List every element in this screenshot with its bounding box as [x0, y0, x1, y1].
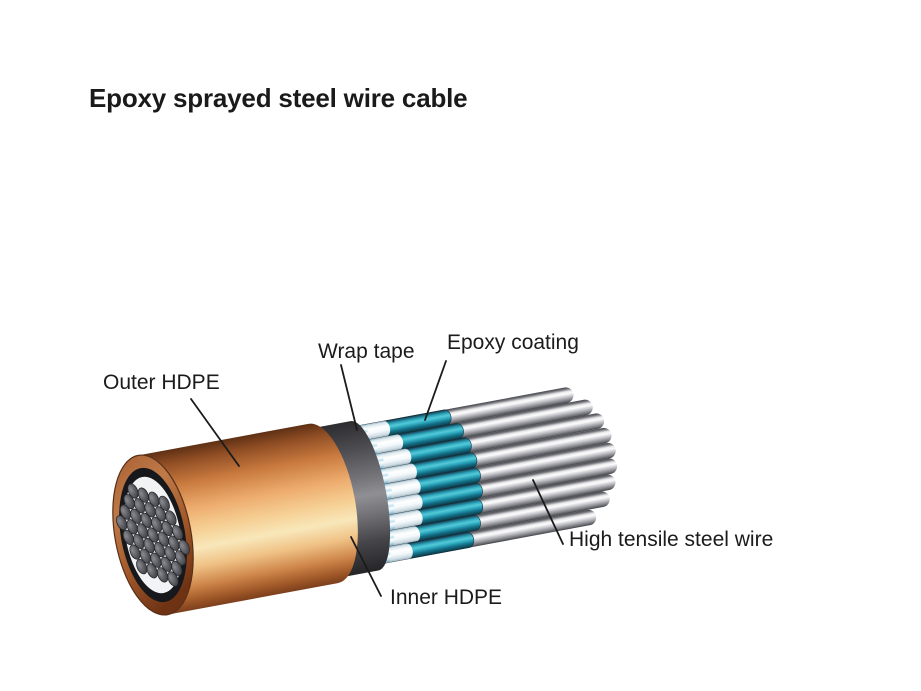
wire-cross-section: [116, 515, 128, 531]
wire-cross-section: [147, 527, 159, 543]
wire-cross-section: [140, 512, 152, 528]
leader-outer-hdpe: [190, 398, 240, 467]
cable-cross-section: [112, 454, 194, 616]
wire-cross-section: [157, 531, 170, 547]
wire-cross-section: [123, 493, 135, 510]
wire-cross-section: [167, 571, 179, 587]
wire-cross-section: [133, 533, 145, 550]
label-inner-hdpe: Inner HDPE: [390, 586, 503, 609]
wire-cross-section: [129, 544, 141, 560]
leader-wrap-tape: [340, 364, 358, 431]
wire-cross-section: [174, 550, 187, 566]
label-wrap-tape: Wrap tape: [318, 340, 415, 363]
wire-cross-section: [165, 510, 177, 526]
label-high-tensile: High tensile steel wire: [569, 528, 774, 551]
label-epoxy-coating: Epoxy coating: [447, 331, 579, 354]
wire-cross-section: [144, 502, 156, 518]
label-outer-hdpe: Outer HDPE: [103, 371, 220, 394]
wire-cross-section: [136, 523, 149, 539]
wire-cross-section: [154, 542, 166, 558]
wire-cross-section: [143, 537, 155, 554]
page-title: Epoxy sprayed steel wire cable: [89, 83, 468, 113]
wire-cross-section: [122, 529, 134, 545]
wire-cross-section: [136, 559, 148, 575]
wire-cross-section: [126, 519, 138, 535]
wire-cross-section: [154, 506, 167, 522]
wire-cross-section: [137, 487, 150, 503]
wire-bundle: [333, 387, 618, 568]
wire-cross-section: [156, 567, 169, 583]
leader-epoxy-coating: [424, 360, 447, 421]
wire-cross-section: [119, 504, 132, 520]
leader-lines: [190, 360, 564, 597]
wire-cross-section: [127, 483, 139, 499]
leader-high-tensile: [532, 479, 564, 545]
wire-cross-section: [172, 525, 184, 541]
wire-cross-section: [139, 548, 152, 564]
wire-cross-section: [130, 508, 142, 524]
wire-cross-section: [161, 520, 173, 537]
wire-cross-section: [134, 498, 146, 514]
wire-cross-section: [158, 495, 170, 511]
leader-inner-hdpe: [350, 536, 382, 597]
wire-cross-section: [151, 516, 163, 533]
wire-cross-section: [160, 556, 172, 572]
wire-cross-section: [178, 539, 190, 555]
wire-cross-section: [148, 491, 160, 507]
wire-cross-section: [150, 552, 162, 568]
wire-cross-section: [171, 560, 183, 577]
wire-cross-section: [164, 546, 176, 562]
wire-cross-section: [168, 535, 180, 551]
wire-cross-section: [146, 563, 158, 579]
steel-wire-cross-sections: [116, 483, 190, 587]
